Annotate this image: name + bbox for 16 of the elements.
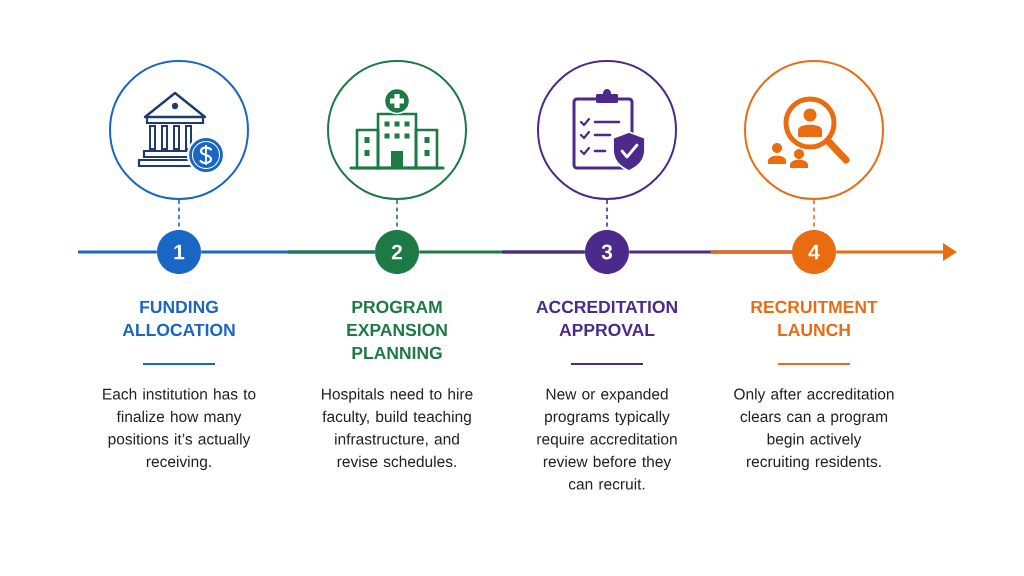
timeline-line [201,250,375,254]
step-description: Each institution has to finalize how many positions it’s actually receiving. [103,388,256,471]
step-title: RECRUITMENT LAUNCH [751,300,878,337]
step-description: Only after accreditation clears can a program begin actively recruiting residents. [734,388,894,471]
timeline-line [629,250,792,254]
step-title: FUNDING ALLOCATION [122,300,235,337]
icon-circle [537,60,677,200]
icon-circle [327,60,467,200]
step-title: ACCREDITATION APPROVAL [536,300,677,337]
icon-circle [744,60,884,200]
step-title: PROGRAM EXPANSION PLANNING [347,300,447,360]
icon-circle [109,60,249,200]
timeline-line [419,250,585,254]
timeline-line [78,250,157,254]
step-description: Hospitals need to hire faculty, build teaching infrastructure, and revise schedules. [322,388,473,468]
step-description: New or expanded programs typically require accreditation review before they can recruit. [537,388,677,490]
